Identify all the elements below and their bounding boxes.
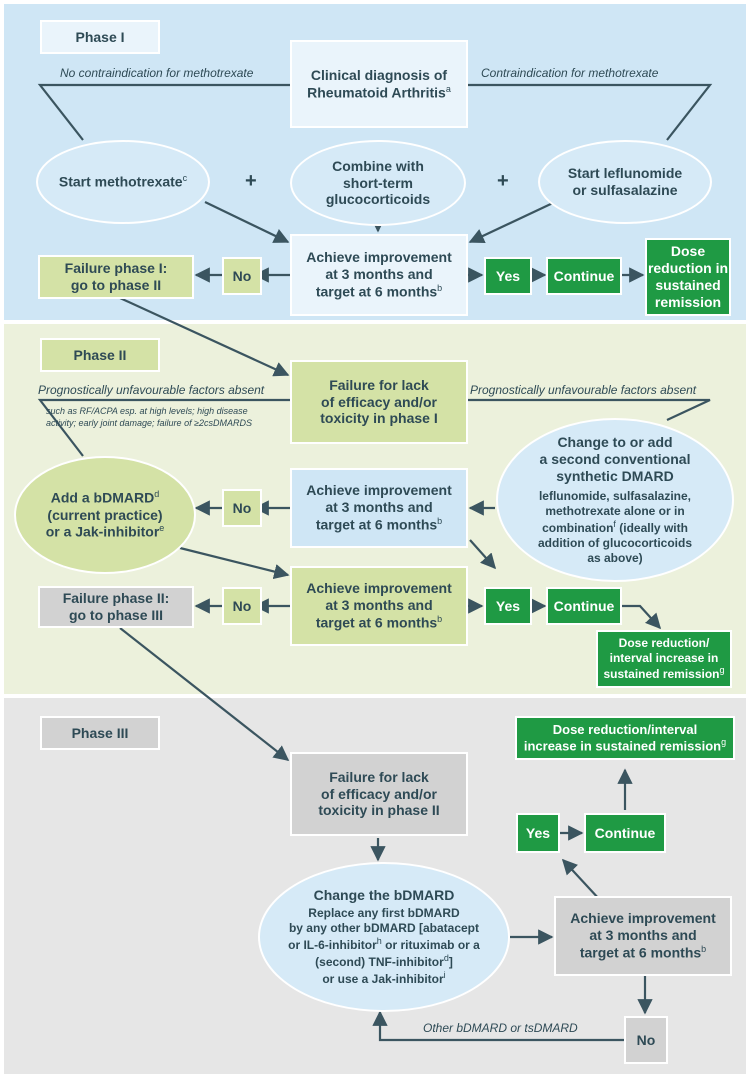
yes-box-phase3: Yes xyxy=(516,813,560,853)
line-diagnosis-to-lef xyxy=(468,83,713,141)
phase1-label: Phase I xyxy=(40,20,160,54)
yes-box-phase1: Yes xyxy=(484,257,532,295)
no-box-phase2a: No xyxy=(222,489,262,527)
arrow-failure1-to-failure-lack1 xyxy=(119,297,290,377)
start-methotrexate-oval: Start methotrexatec xyxy=(36,140,210,224)
arrow-continue2-to-dose2 xyxy=(622,604,662,630)
no-contraindication-label: No contraindication for methotrexate xyxy=(60,66,254,80)
arrow-lef-to-achieve1 xyxy=(468,201,556,244)
continue-box-phase2: Continue xyxy=(546,587,622,625)
failure-phase2-box: Failure phase II:go to phase III xyxy=(38,586,194,628)
other-bdmard-label: Other bDMARD or tsDMARD xyxy=(420,1021,581,1035)
arrow-add-to-achieve2b xyxy=(179,546,290,580)
unfavourable-absent-left: Prognostically unfavourable factors abse… xyxy=(38,383,265,397)
no-box-phase3: No xyxy=(624,1016,668,1064)
continue-box-phase1: Continue xyxy=(546,257,622,295)
failure-phase1-box: Failure phase I:go to phase II xyxy=(38,255,194,299)
unfavourable-factors-note: such as RF/ACPA esp. at high levels; hig… xyxy=(46,406,253,428)
arrow-achieve2a-to-yes2 xyxy=(469,539,497,570)
yes-box-phase2: Yes xyxy=(484,587,532,625)
change-bdmard-oval: Change the bDMARD Replace any first bDMA… xyxy=(258,862,510,1012)
plus-sign-2: + xyxy=(497,170,509,192)
arrow-no3-to-change3 xyxy=(372,1010,624,1042)
line-failure-lack1-to-change xyxy=(468,398,711,421)
line-failure-lack1-to-add xyxy=(37,398,290,457)
contraindication-label: Contraindication for methotrexate xyxy=(481,66,659,80)
phase3-label: Phase III xyxy=(40,716,160,750)
phase2-label: Phase II xyxy=(40,338,160,372)
add-bdmard-oval: Add a bDMARDd(current practice)or a Jak-… xyxy=(14,456,196,574)
line-diagnosis-to-mtx xyxy=(37,83,290,141)
unfavourable-absent-right: Prognostically unfavourable factors abse… xyxy=(470,383,697,397)
no-box-phase1: No xyxy=(222,257,262,295)
continue-box-phase3: Continue xyxy=(584,813,666,853)
plus-sign-1: + xyxy=(245,170,257,192)
no-box-phase2b: No xyxy=(222,587,262,625)
arrow-failure2-to-failure-lack2 xyxy=(119,627,290,761)
arrow-mtx-to-achieve1 xyxy=(204,201,290,243)
arrow-achieve3-to-yes3 xyxy=(561,858,601,901)
